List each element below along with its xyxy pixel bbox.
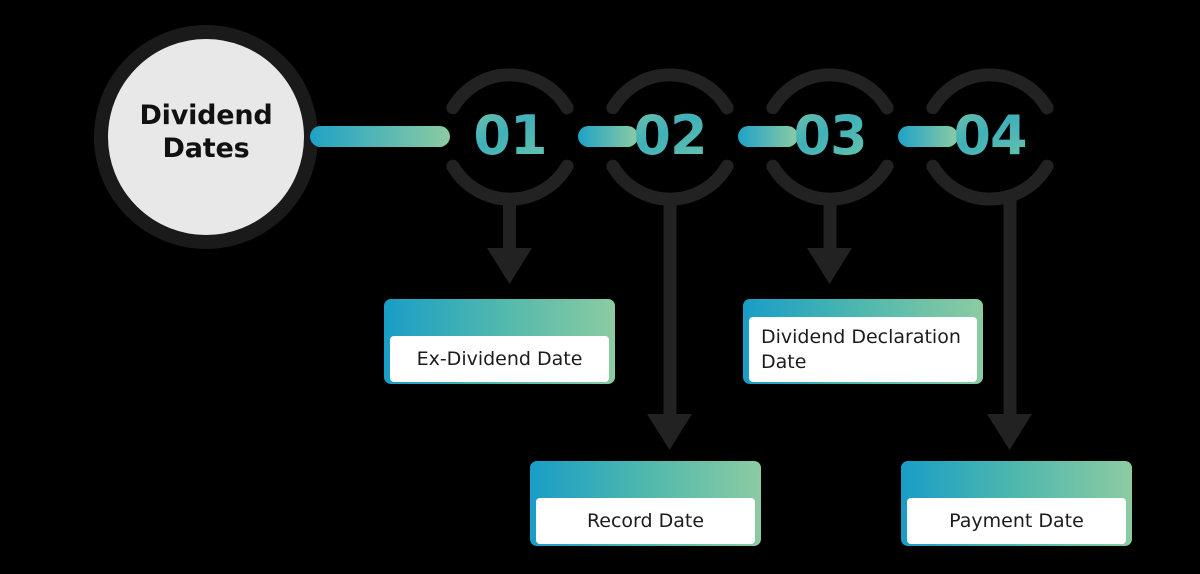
arrow-step-3 — [807, 196, 852, 284]
card-label-step-1: Ex-Dividend Date — [416, 347, 583, 370]
card-step-3[interactable]: Dividend Declaration Date — [749, 317, 977, 382]
hub-node — [94, 25, 318, 249]
step-number-3: 03 — [764, 104, 896, 168]
arrow-step-4 — [987, 196, 1032, 450]
connector-hub-to-step-1 — [310, 126, 450, 147]
connector-step-3-to-step-4 — [898, 126, 958, 147]
step-ring-4 — [926, 68, 1054, 206]
connector-step-1-to-step-2 — [578, 126, 638, 147]
connector-step-2-to-step-3 — [738, 126, 798, 147]
arrow-step-2 — [647, 196, 692, 450]
card-label-step-3: Dividend Declaration Date — [761, 325, 965, 374]
step-number-2: 02 — [604, 104, 736, 168]
hub-circle — [94, 25, 318, 249]
card-label-step-3-line-2: Date — [761, 350, 807, 373]
arrow-step-1 — [487, 196, 532, 284]
card-label-step-4: Payment Date — [949, 509, 1084, 532]
step-number-4: 04 — [924, 104, 1056, 168]
card-step-2[interactable]: Record Date — [536, 498, 755, 544]
card-label-step-2: Record Date — [586, 509, 705, 532]
card-step-4[interactable]: Payment Date — [907, 498, 1126, 544]
card-label-step-3-line-1: Dividend Declaration — [761, 326, 961, 349]
card-step-1[interactable]: Ex-Dividend Date — [390, 336, 609, 382]
step-number-1: 01 — [444, 104, 576, 168]
